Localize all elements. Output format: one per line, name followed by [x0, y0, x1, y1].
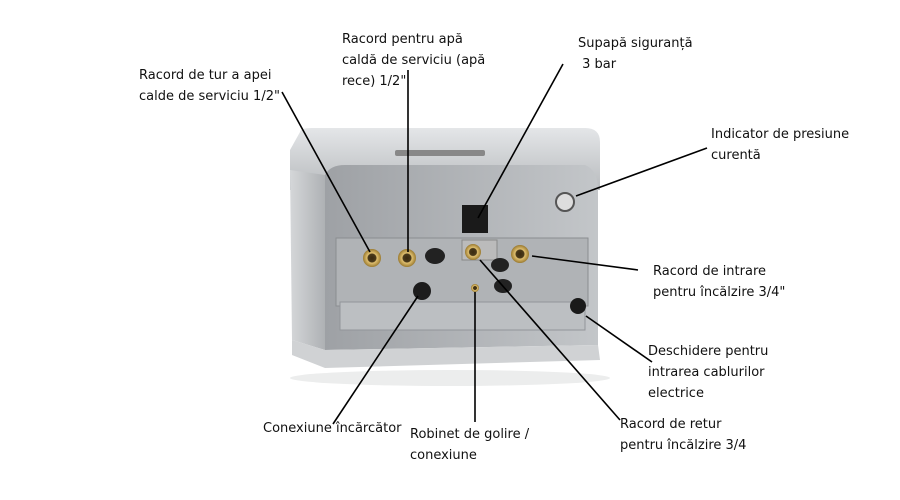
- label-heating-return: Racord de retur pentru încălzire 3/4: [620, 417, 747, 453]
- label-dhw-flow: Racord de tur a apei calde de serviciu 1…: [139, 68, 280, 104]
- label-heating-inlet: Racord de intrare pentru încălzire 3/4": [653, 264, 786, 300]
- leader-lines: [281, 63, 708, 425]
- label-safety-valve: Supapă siguranță 3 bar: [578, 36, 693, 72]
- label-dhw-cold: Racord pentru apă caldă de serviciu (apă…: [342, 32, 486, 89]
- label-drain-valve: Robinet de golire / conexiune: [410, 427, 530, 463]
- label-charger-connection: Conexiune încărcător: [263, 421, 402, 436]
- fittings: [363, 192, 586, 314]
- label-cable-opening: Deschidere pentru intrarea cablurilor el…: [648, 344, 769, 401]
- boiler-body: [290, 128, 610, 386]
- label-pressure-gauge: Indicator de presiune curentă: [711, 127, 850, 163]
